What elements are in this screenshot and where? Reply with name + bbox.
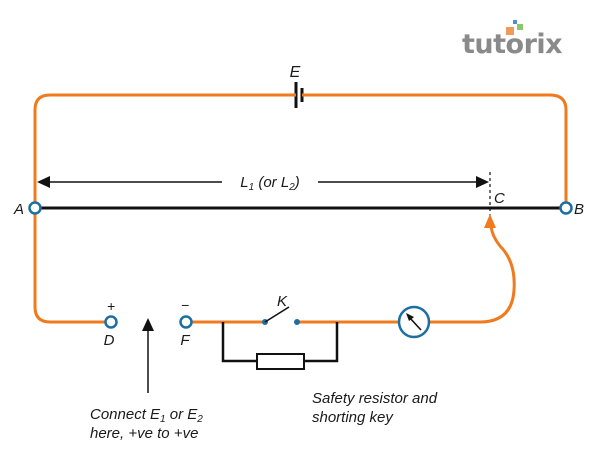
key-contact-right — [294, 319, 300, 325]
point-d-label: D — [104, 332, 115, 349]
shorting-key[interactable] — [262, 306, 300, 325]
logo-square-orange — [506, 27, 514, 35]
connect-arrowhead-icon — [142, 318, 154, 331]
point-f-label: F — [180, 332, 190, 349]
connect-note-line2: here, +ve to +ve — [90, 425, 198, 442]
terminal-f[interactable] — [179, 315, 193, 329]
point-a-label: A — [13, 201, 24, 218]
logo-square-blue — [513, 20, 517, 24]
logo-square-green — [517, 24, 523, 30]
connect-note-line1: Connect E1 or E2 — [90, 406, 203, 425]
galvanometer — [397, 305, 431, 339]
arrowhead-left-icon — [37, 176, 50, 188]
resistor-bypass-wire — [221, 322, 339, 363]
terminal-a[interactable] — [28, 201, 42, 215]
secondary-circuit-wire-right — [191, 225, 516, 324]
arrowhead-right-icon — [476, 176, 489, 188]
terminal-b[interactable] — [559, 201, 573, 215]
plus-sign: + — [107, 298, 115, 314]
terminal-d[interactable] — [104, 315, 118, 329]
safety-note-line1: Safety resistor and — [312, 390, 438, 407]
length-arrow — [37, 176, 489, 188]
length-label: L1 (or L2) — [240, 174, 299, 193]
primary-circuit-wire — [33, 93, 568, 208]
battery-label: E — [290, 64, 301, 81]
galvanometer-needle-arrow-icon — [406, 313, 414, 321]
point-b-label: B — [574, 201, 584, 218]
key-lever — [264, 306, 290, 323]
safety-note-line2: shorting key — [312, 409, 394, 426]
key-label: K — [277, 293, 288, 310]
safety-resistor — [256, 353, 305, 370]
battery-cell — [292, 82, 304, 108]
jockey-arrowhead-icon — [484, 214, 496, 228]
minus-sign: − — [181, 297, 189, 313]
point-c-label: C — [494, 190, 505, 207]
secondary-circuit-wire-left — [33, 213, 105, 324]
tutorix-logo: tutorix — [462, 20, 563, 60]
logo-text: tutorix — [462, 29, 562, 60]
